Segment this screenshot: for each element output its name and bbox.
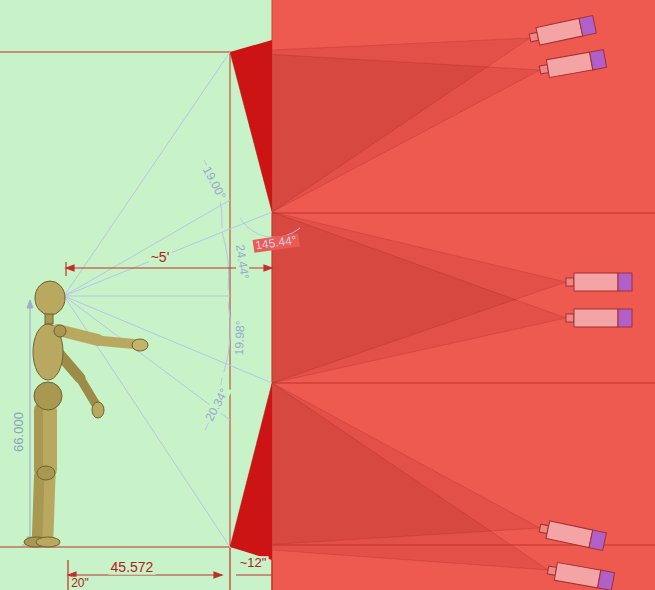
dimension-label: 20" [69, 577, 91, 590]
dimension-label: ~12" [238, 556, 269, 570]
dimension-label: 45.572 [109, 560, 156, 575]
light-beams [230, 38, 566, 570]
sight-lines [64, 52, 300, 547]
screen-panels [230, 40, 272, 560]
dimension-label: 66.000 [12, 410, 26, 454]
room-floor [0, 0, 272, 590]
projectors [528, 15, 632, 590]
dimension-label: ~5' [149, 250, 172, 265]
angle-label: 19.98° [233, 318, 247, 357]
mannequin [24, 281, 148, 547]
dimension-lines [66, 262, 272, 590]
